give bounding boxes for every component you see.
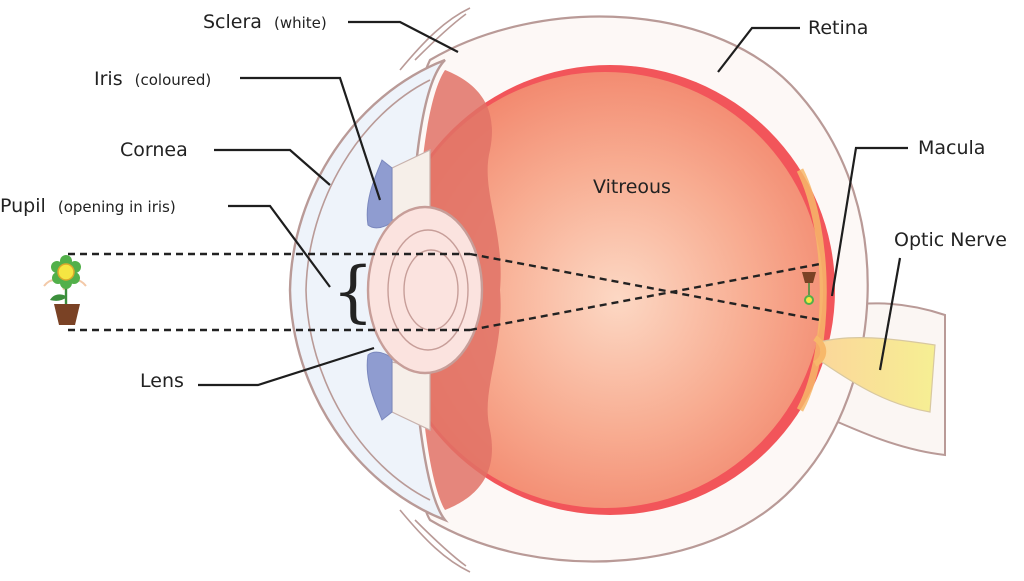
- label-iris: Iris (coloured): [94, 68, 211, 90]
- label-macula: Macula: [918, 137, 985, 159]
- label-lens-main: Lens: [140, 370, 184, 392]
- pupil-brace: {: [332, 253, 374, 330]
- label-cornea-main: Cornea: [120, 139, 188, 161]
- label-iris-sub: (coloured): [135, 71, 212, 89]
- label-pupil-main: Pupil: [0, 195, 46, 217]
- label-iris-main: Iris: [94, 68, 123, 90]
- label-optic-nerve: Optic Nerve: [894, 229, 1007, 251]
- iris-leader: [240, 76, 382, 201]
- vitreous-body: [387, 72, 823, 508]
- choroid-edge: [796, 168, 827, 412]
- sclera-leader: [348, 20, 459, 53]
- label-retina-main: Retina: [808, 17, 868, 39]
- label-pupil: Pupil (opening in iris): [0, 195, 176, 217]
- label-lens: Lens: [140, 370, 184, 392]
- lower-eyelid-fold: [399, 509, 471, 573]
- label-vitreous-main: Vitreous: [593, 176, 671, 198]
- label-macula-main: Macula: [918, 137, 985, 159]
- object-flower: [43, 255, 87, 325]
- optic-nerve-leader: [878, 257, 902, 371]
- upper-eyelid-fold: [399, 7, 471, 71]
- retina-leader: [717, 26, 800, 73]
- cornea-inner-edge: [305, 79, 431, 501]
- label-cornea: Cornea: [120, 139, 188, 161]
- label-retina: Retina: [808, 17, 868, 39]
- label-sclera: Sclera (white): [203, 11, 327, 33]
- optic-nerve: [819, 337, 936, 413]
- lens-inner-ring: [387, 229, 469, 351]
- lens-leader: [198, 346, 375, 387]
- label-sclera-main: Sclera: [203, 11, 262, 33]
- label-optic-nerve-main: Optic Nerve: [894, 229, 1007, 251]
- retinal-image-flower: [802, 272, 816, 305]
- label-vitreous: Vitreous: [593, 176, 671, 198]
- cornea-leader: [214, 148, 331, 186]
- macula-leader: [830, 146, 908, 297]
- pupil-leader: [228, 204, 331, 288]
- lens: [366, 205, 484, 375]
- optic-disc: [813, 335, 827, 367]
- label-sclera-sub: (white): [274, 14, 327, 32]
- label-pupil-sub: (opening in iris): [58, 198, 176, 216]
